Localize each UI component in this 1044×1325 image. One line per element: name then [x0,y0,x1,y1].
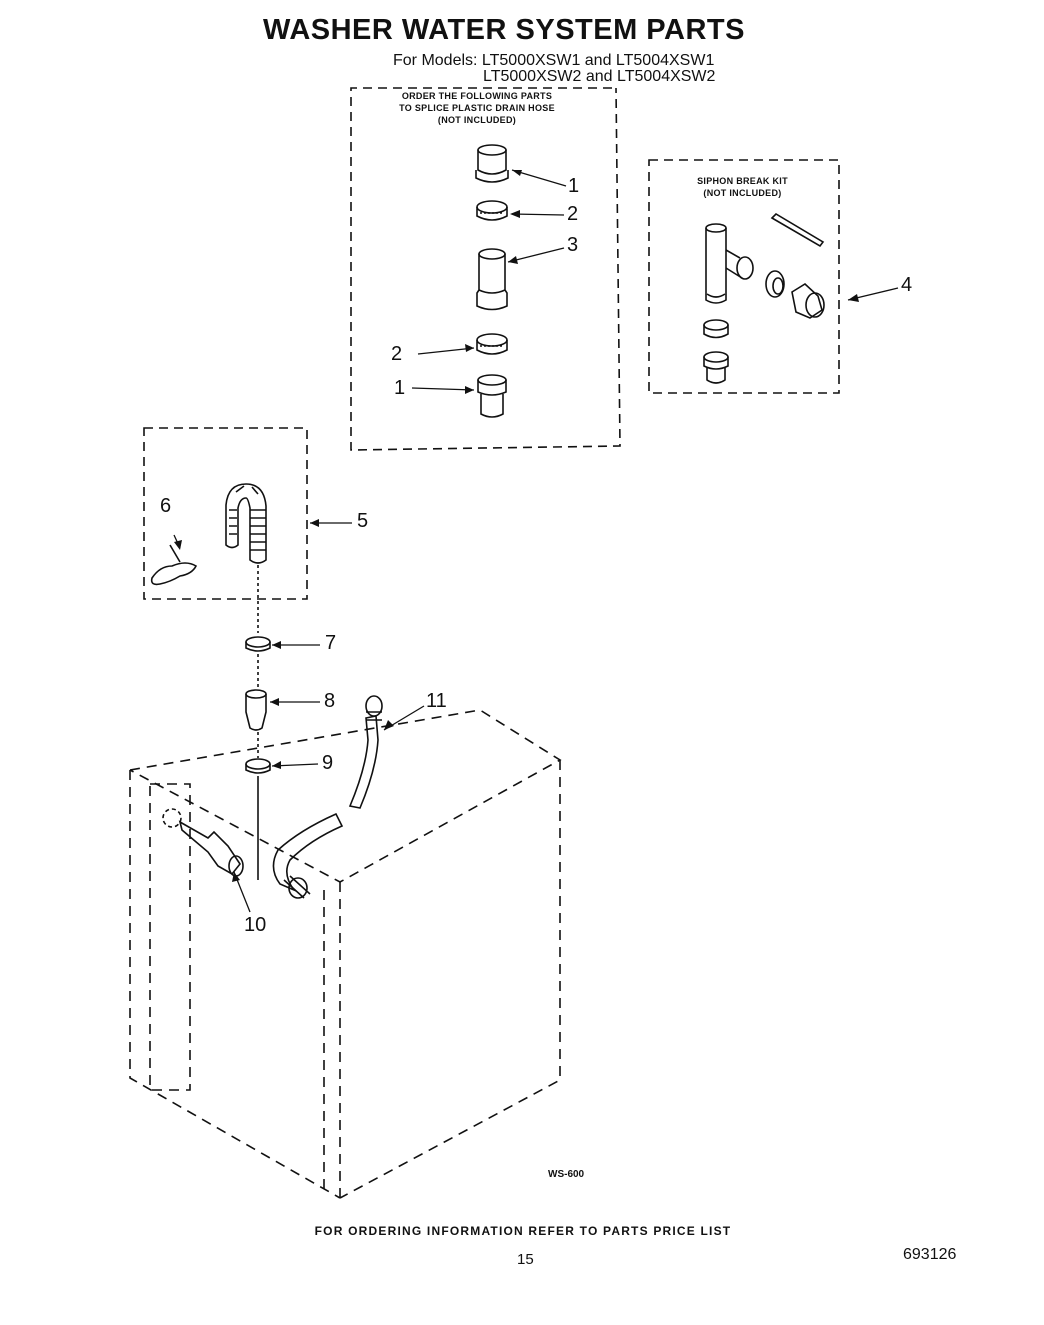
coupling-bottom-part-1 [477,374,507,418]
splice-note-line-1: ORDER THE FOLLOWING PARTS [401,91,553,101]
inlet-hose-part-11 [348,695,383,809]
hose-hook-part-6 [150,544,198,586]
clamp-part-7 [245,636,271,652]
siphon-clamp-side [765,270,785,298]
siphon-tee-part-4 [705,223,754,304]
callout-2-top: 2 [567,203,579,225]
clamp-part-9 [245,758,271,774]
callout-2-bottom: 2 [391,343,403,365]
leader-lines [173,169,899,913]
clamp-top-part-2 [476,200,508,221]
connector-tube-part-3 [476,248,508,311]
callout-1-bottom: 1 [394,377,406,399]
page-title: WASHER WATER SYSTEM PARTS [263,14,745,46]
siphon-note: SIPHON BREAK KIT (NOT INCLUDED) [665,175,820,199]
callout-10: 10 [244,914,267,936]
siphon-coupling-side [791,283,825,319]
order-info-text: FOR ORDERING INFORMATION REFER TO PARTS … [314,1224,732,1238]
callout-9: 9 [322,752,334,774]
arrowheads [174,170,859,882]
siphon-coupling-bottom [703,351,729,384]
clamp-bottom-part-2 [476,333,508,355]
siphon-note-line-2: (NOT INCLUDED) [703,188,782,198]
splice-note-line-2: TO SPLICE PLASTIC DRAIN HOSE [399,103,555,113]
callout-5: 5 [357,510,369,532]
callout-7: 7 [325,632,337,654]
siphon-break-kit-box [648,159,840,394]
siphon-pin [770,212,825,248]
callout-6: 6 [160,495,172,517]
page-number: 15 [517,1251,534,1268]
siphon-clamp-bottom [703,319,729,339]
siphon-note-line-1: SIPHON BREAK KIT [697,176,788,186]
splice-note-line-3: (NOT INCLUDED) [437,115,517,125]
internal-drain-hose [272,812,344,899]
coupling-part-8 [245,689,267,731]
callout-4: 4 [901,274,913,296]
splice-parts-box [350,87,621,451]
drain-hose-box [143,427,308,600]
callout-8: 8 [324,690,336,712]
washer-cabinet [129,709,562,1199]
splice-note: ORDER THE FOLLOWING PARTS TO SPLICE PLAS… [372,90,582,126]
callout-3: 3 [567,234,579,256]
models-line-1: For Models: LT5000XSW1 and LT5004XSW1 [393,52,715,69]
callout-1-top: 1 [568,175,580,197]
callout-11: 11 [426,690,447,712]
diagram-code: WS-600 [548,1169,585,1180]
models-line-2: LT5000XSW2 and LT5004XSW2 [483,68,716,85]
drain-hose-part-5 [225,483,267,633]
coupling-top-part-1 [475,144,509,183]
document-number: 693126 [903,1246,957,1263]
